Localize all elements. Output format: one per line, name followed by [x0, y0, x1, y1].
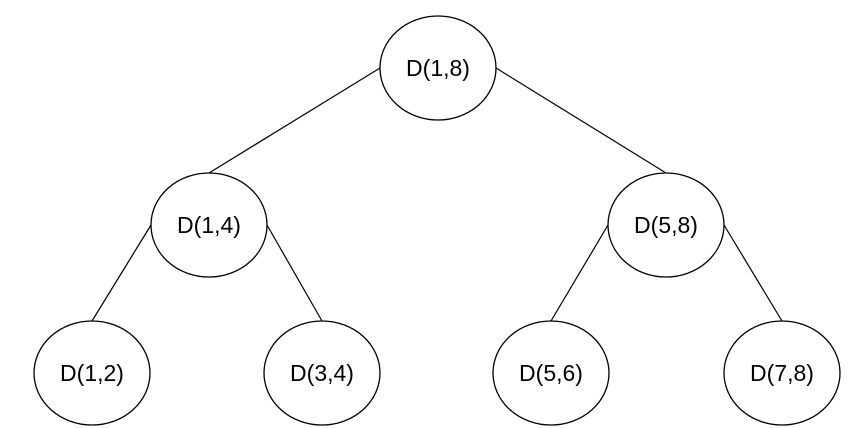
tree-node-label-r: D(5,8) — [634, 212, 698, 238]
tree-node-rl: D(5,6) — [492, 320, 610, 426]
tree-edge-r-rr — [723, 224, 783, 322]
tree-node-label-lr: D(3,4) — [290, 360, 354, 386]
tree-node-circle-root — [379, 15, 497, 121]
tree-node-circle-l — [150, 172, 268, 278]
tree-node-label-ll: D(1,2) — [60, 360, 124, 386]
tree-edge-l-lr — [266, 224, 323, 322]
tree-node-label-rr: D(7,8) — [750, 360, 814, 386]
tree-node-circle-rl — [492, 320, 610, 426]
tree-node-rr: D(7,8) — [723, 320, 841, 426]
tree-node-label-l: D(1,4) — [177, 212, 241, 238]
tree-node-circle-r — [607, 172, 725, 278]
tree-node-l: D(1,4) — [150, 172, 268, 278]
tree-edge-l-ll — [91, 224, 152, 322]
tree-edge-root-r — [495, 67, 667, 174]
nodes-layer: D(1,8) D(1,4) D(5,8) D(1,2) D(3,4) D(5,6) D(7,… — [33, 15, 841, 426]
tree-node-lr: D(3,4) — [263, 320, 381, 426]
tree-node-ll: D(1,2) — [33, 320, 151, 426]
tree-node-circle-lr — [263, 320, 381, 426]
tree-node-circle-ll — [33, 320, 151, 426]
tree-edge-r-rl — [550, 224, 609, 322]
tree-node-label-root: D(1,8) — [406, 55, 470, 81]
edges-layer — [91, 67, 783, 322]
tree-node-r: D(5,8) — [607, 172, 725, 278]
tree-edge-root-l — [208, 67, 381, 174]
tree-node-label-rl: D(5,6) — [519, 360, 583, 386]
tree-node-circle-rr — [723, 320, 841, 426]
tree-node-root: D(1,8) — [379, 15, 497, 121]
